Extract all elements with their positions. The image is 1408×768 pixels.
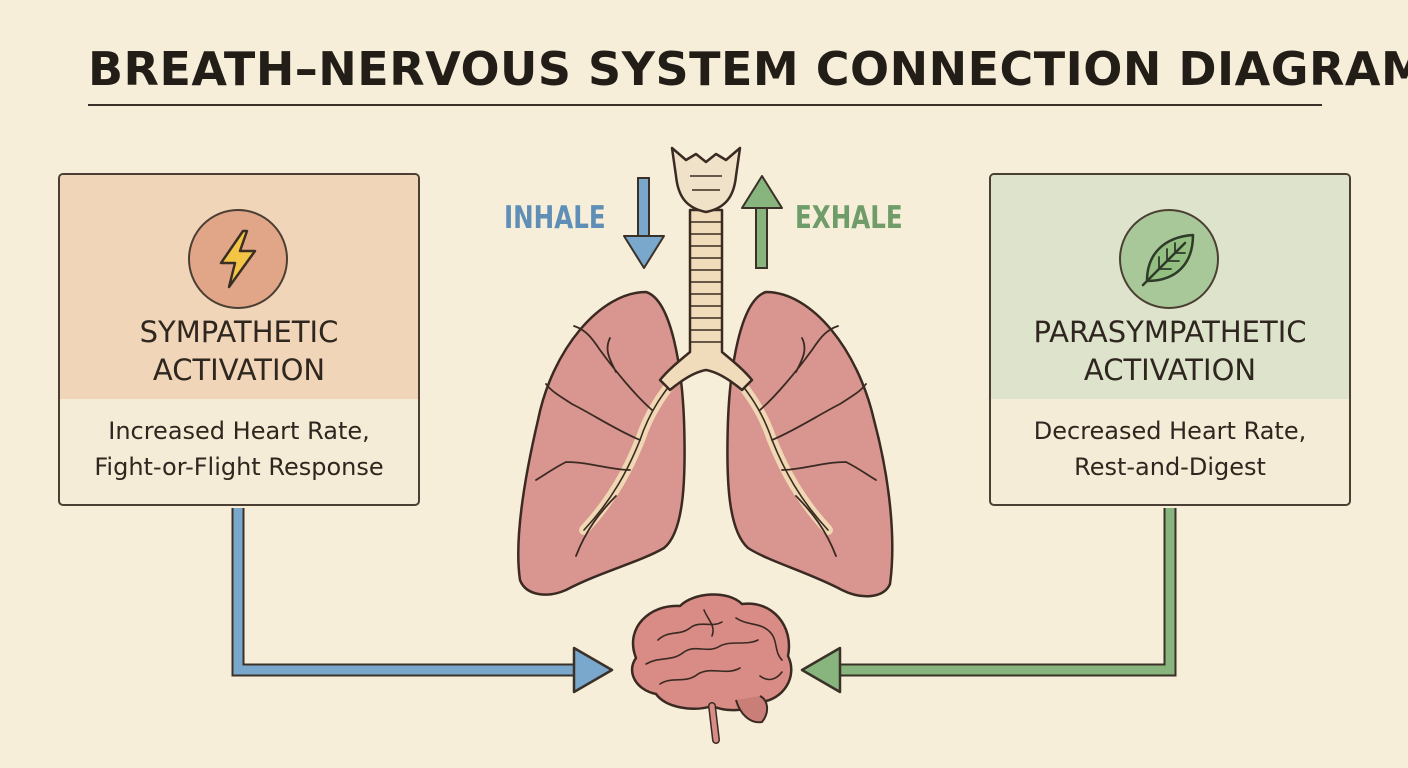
left-lung (517, 290, 686, 596)
exhale-label: EXHALE (795, 200, 903, 236)
sympathetic-description: Increased Heart Rate, Fight-or-Flight Re… (60, 413, 418, 485)
brain (630, 593, 793, 744)
inhale-label: INHALE (504, 200, 606, 236)
sympathetic-badge (188, 209, 288, 309)
parasympathetic-description-line-1: Decreased Heart Rate, (1033, 417, 1307, 445)
inhale-arrow (623, 177, 665, 269)
sympathetic-panel: SYMPATHETIC ACTIVATION Increased Heart R… (58, 173, 420, 506)
parasympathetic-panel-header: PARASYMPATHETIC ACTIVATION (991, 175, 1349, 399)
sympathetic-description-line-1: Increased Heart Rate, (108, 417, 370, 445)
exhale-arrow (741, 175, 783, 269)
parasympathetic-panel: PARASYMPATHETIC ACTIVATION Decreased Hea… (989, 173, 1351, 506)
parasympathetic-badge (1119, 209, 1219, 309)
trachea (658, 146, 754, 392)
parasympathetic-description-line-2: Rest-and-Digest (1074, 453, 1266, 481)
right-lung (726, 290, 894, 598)
diagram-title: BREATH–NERVOUS SYSTEM CONNECTION DIAGRAM (88, 42, 1408, 96)
lightning-bolt-icon (219, 229, 257, 289)
title-underline (88, 104, 1322, 106)
sympathetic-panel-header: SYMPATHETIC ACTIVATION (60, 175, 418, 399)
leaf-icon (1141, 233, 1195, 287)
sympathetic-heading: SYMPATHETIC ACTIVATION (60, 313, 418, 389)
parasympathetic-description: Decreased Heart Rate, Rest-and-Digest (991, 413, 1349, 485)
parasympathetic-heading: PARASYMPATHETIC ACTIVATION (991, 313, 1349, 389)
sympathetic-connector-arrow (231, 508, 614, 694)
parasympathetic-heading-line-1: PARASYMPATHETIC (1033, 315, 1307, 349)
bronchial-tree (535, 325, 877, 557)
parasympathetic-heading-line-2: ACTIVATION (1083, 353, 1257, 387)
sympathetic-heading-line-1: SYMPATHETIC (139, 315, 339, 349)
parasympathetic-connector-arrow (800, 508, 1177, 694)
sympathetic-heading-line-2: ACTIVATION (152, 353, 326, 387)
sympathetic-description-line-2: Fight-or-Flight Response (94, 453, 384, 481)
